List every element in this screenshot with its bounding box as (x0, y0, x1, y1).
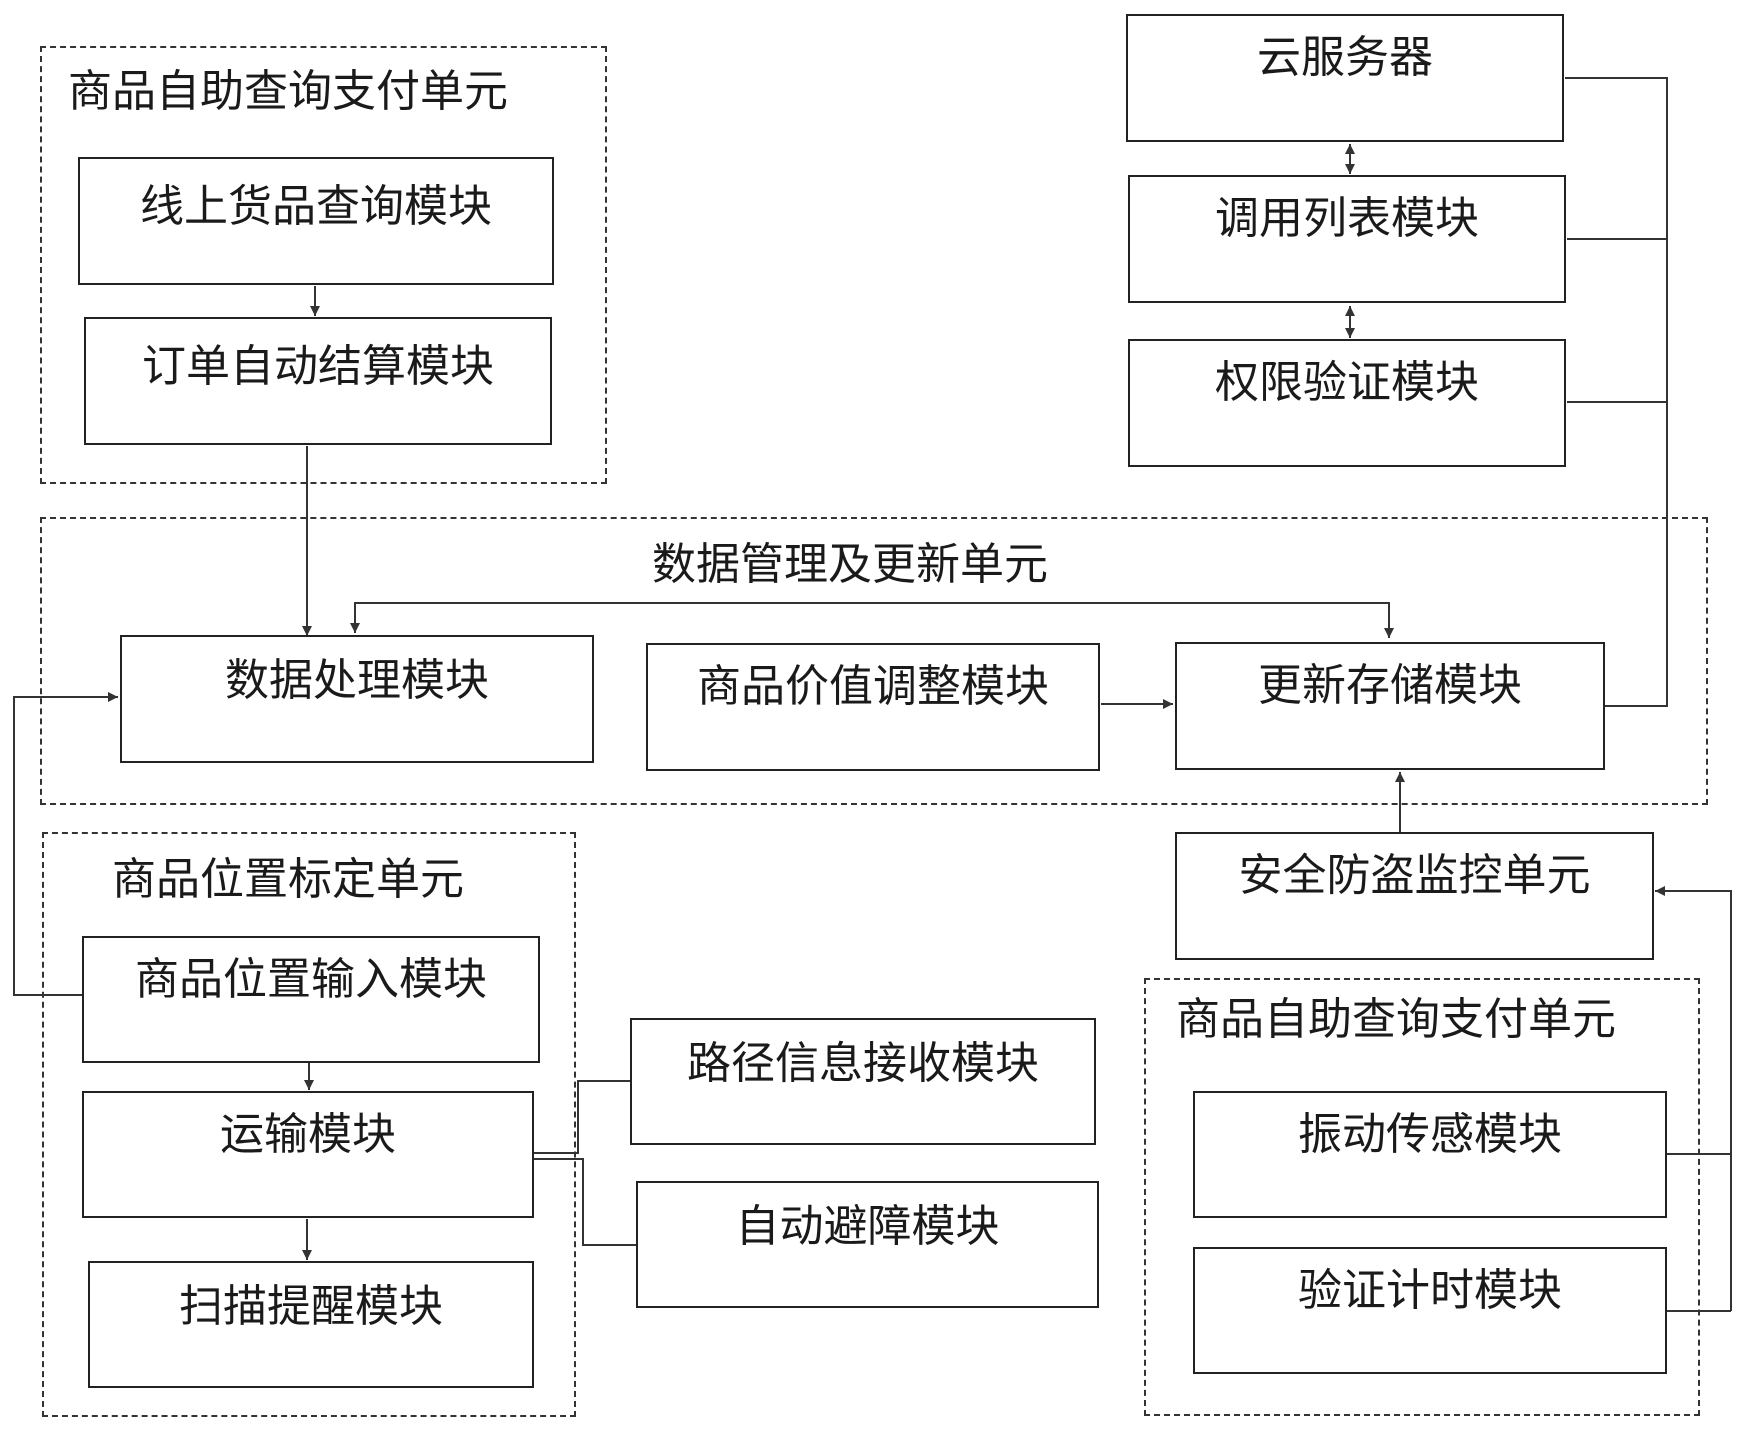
module-order-auto-settlement: 订单自动结算模块 (84, 317, 552, 445)
module-data-processing: 数据处理模块 (120, 635, 594, 763)
module-call-list: 调用列表模块 (1128, 175, 1566, 303)
module-cloud-server: 云服务器 (1126, 14, 1564, 142)
group-self-service-query-payment-bottom: 商品自助查询支付单元 (1144, 978, 1700, 1416)
module-online-goods-query: 线上货品查询模块 (78, 157, 554, 285)
arrow-processing-storage (350, 602, 1394, 638)
module-path-info-receiving: 路径信息接收模块 (630, 1018, 1096, 1145)
group-position-calibration: 商品位置标定单元 (42, 832, 576, 1417)
group-data-management-update: 数据管理及更新单元 (40, 517, 1708, 805)
group-self-service-query-payment-top: 商品自助查询支付单元 (40, 46, 607, 484)
module-permission-verification: 权限验证模块 (1128, 339, 1566, 467)
group-title: 数据管理及更新单元 (652, 539, 1048, 590)
module-goods-position-input: 商品位置输入模块 (82, 936, 540, 1063)
module-scan-reminder: 扫描提醒模块 (88, 1261, 534, 1388)
module-transport: 运输模块 (82, 1091, 534, 1218)
arrow-position-to-processing (13, 692, 118, 996)
group-title: 商品自助查询支付单元 (1176, 994, 1616, 1045)
module-vibration-sensing: 振动传感模块 (1193, 1091, 1667, 1218)
module-goods-value-adjustment: 商品价值调整模块 (646, 643, 1100, 771)
group-title: 商品自助查询支付单元 (68, 66, 508, 117)
link-transport-avoid (533, 1158, 636, 1246)
module-verification-timer: 验证计时模块 (1193, 1247, 1667, 1374)
module-auto-obstacle-avoidance: 自动避障模块 (636, 1181, 1099, 1308)
module-security-anti-theft-monitoring: 安全防盗监控单元 (1175, 832, 1654, 960)
module-update-storage: 更新存储模块 (1175, 642, 1605, 770)
cloud-bus-line (1565, 77, 1668, 707)
group-title: 商品位置标定单元 (112, 854, 464, 905)
link-transport-path (533, 1080, 630, 1154)
